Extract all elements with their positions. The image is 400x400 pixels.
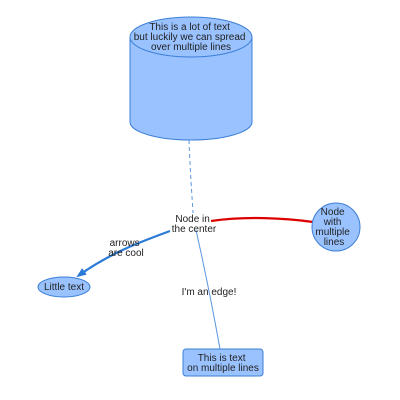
center-label: Node in the center — [172, 214, 217, 235]
multiline-circle-node[interactable]: Node with multiple lines — [311, 202, 361, 252]
center-node[interactable]: Node in the center — [172, 214, 217, 235]
cylinder-node[interactable]: This is a lot of text but luckily we can… — [129, 16, 253, 141]
edge-center-to-right — [210, 216, 314, 224]
multiline-box-label: This is text on multiple lines — [187, 353, 259, 374]
arrows-edge-label: arrows are cool — [108, 238, 144, 259]
little-text-node[interactable]: Little text — [37, 276, 91, 298]
edge-center-to-little — [76, 229, 171, 278]
multiline-box-node[interactable]: This is text on multiple lines — [182, 348, 264, 377]
little-text-label: Little text — [44, 282, 84, 293]
cylinder-label: This is a lot of text but luckily we can… — [134, 22, 249, 53]
edge-label: I'm an edge! — [182, 287, 237, 298]
edge-cylinder-to-center — [188, 139, 194, 214]
multiline-circle-label: Node with multiple lines — [315, 207, 352, 248]
edge-center-to-box — [195, 229, 221, 350]
